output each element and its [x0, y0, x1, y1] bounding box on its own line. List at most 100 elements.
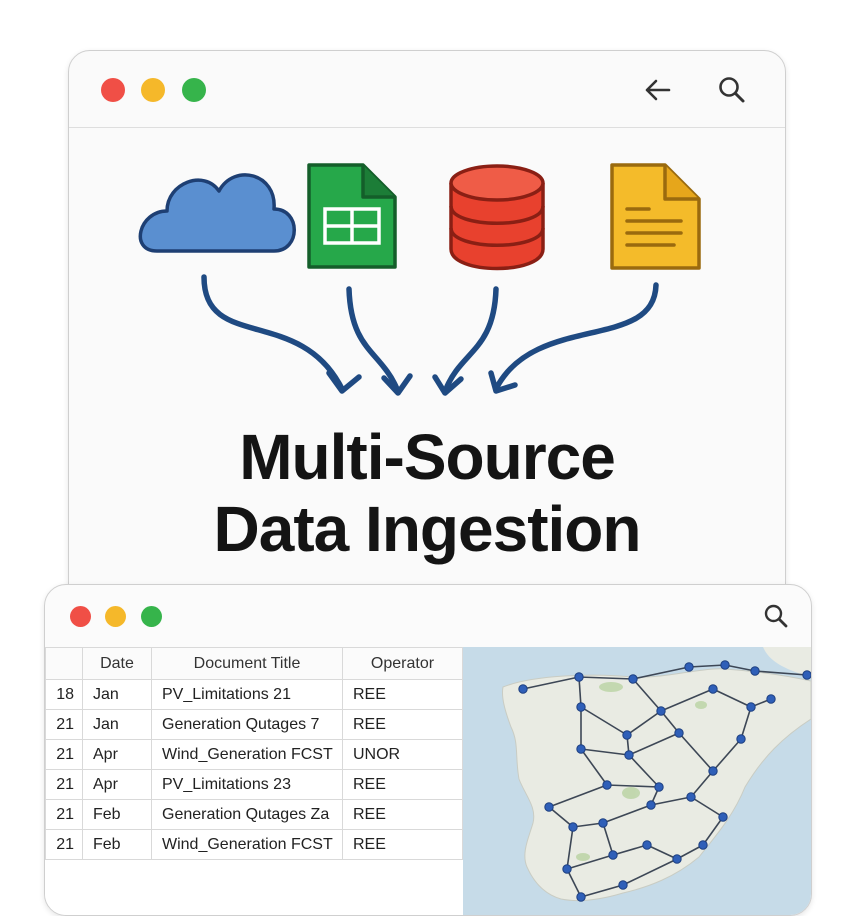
grid-line: [580, 706, 628, 736]
grid-node[interactable]: [720, 660, 730, 670]
date-cell: Apr: [82, 769, 152, 800]
column-header-index: [45, 647, 83, 680]
grid-line: [548, 784, 608, 808]
operator-cell: REE: [342, 679, 463, 710]
row-number: 21: [45, 709, 83, 740]
grid-line: [660, 710, 680, 734]
grid-node[interactable]: [624, 750, 634, 760]
grid-node[interactable]: [656, 706, 666, 716]
document-title-cell: Wind_Generation FCST: [151, 829, 343, 860]
row-number: 21: [45, 769, 83, 800]
headline-line-1: Multi-Source: [239, 421, 616, 493]
grid-line: [612, 844, 648, 856]
close-button[interactable]: [101, 78, 125, 102]
grid-node[interactable]: [698, 840, 708, 850]
row-number: 21: [45, 799, 83, 830]
search-icon[interactable]: [763, 603, 789, 629]
grid-node[interactable]: [766, 694, 776, 704]
grid-node[interactable]: [642, 840, 652, 850]
grid-line: [712, 688, 752, 708]
date-cell: Feb: [82, 799, 152, 830]
column-header-date[interactable]: Date: [82, 647, 152, 680]
row-number: 21: [45, 829, 83, 860]
column-header-operator[interactable]: Operator: [342, 647, 463, 680]
operator-cell: REE: [342, 709, 463, 740]
document-title-cell: Wind_Generation FCST: [151, 739, 343, 770]
grid-line: [628, 754, 660, 788]
grid-node[interactable]: [674, 728, 684, 738]
table-row[interactable]: 21 Jan Generation Qutages 7 REE: [45, 709, 463, 740]
grid-node[interactable]: [684, 662, 694, 672]
table-row[interactable]: 21 Apr Wind_Generation FCST UNOR: [45, 739, 463, 770]
document-title-cell: Generation Qutages 7: [151, 709, 343, 740]
grid-node[interactable]: [622, 730, 632, 740]
grid-node[interactable]: [708, 684, 718, 694]
title-bar: [69, 51, 785, 128]
grid-node[interactable]: [750, 666, 760, 676]
grid-node[interactable]: [618, 880, 628, 890]
cloud-icon: [138, 173, 296, 253]
grid-line: [754, 670, 808, 676]
grid-node[interactable]: [736, 734, 746, 744]
grid-node[interactable]: [802, 670, 811, 680]
table-row[interactable]: 18 Jan PV_Limitations 21 REE: [45, 679, 463, 710]
grid-node[interactable]: [568, 822, 578, 832]
grid-node[interactable]: [646, 800, 656, 810]
grid-node[interactable]: [518, 684, 528, 694]
grid-node[interactable]: [608, 850, 618, 860]
close-button[interactable]: [70, 606, 91, 627]
land-north: [763, 647, 811, 677]
title-bar: [45, 585, 811, 647]
grid-node[interactable]: [576, 892, 586, 902]
grid-line: [548, 806, 574, 828]
maximize-button[interactable]: [141, 606, 162, 627]
grid-line: [712, 738, 742, 772]
grid-map[interactable]: [463, 647, 811, 915]
grid-node[interactable]: [576, 702, 586, 712]
grid-node[interactable]: [544, 802, 554, 812]
table-row[interactable]: 21 Feb Wind_Generation FCST REE: [45, 829, 463, 860]
minimize-button[interactable]: [141, 78, 165, 102]
back-arrow-icon[interactable]: [643, 75, 673, 105]
grid-line: [632, 666, 690, 680]
grid-node[interactable]: [654, 782, 664, 792]
grid-line: [602, 822, 614, 856]
grid-node[interactable]: [708, 766, 718, 776]
table-row[interactable]: 21 Apr PV_Limitations 23 REE: [45, 769, 463, 800]
grid-node[interactable]: [602, 780, 612, 790]
grid-line: [740, 706, 752, 740]
grid-line: [572, 822, 604, 828]
maximize-button[interactable]: [182, 78, 206, 102]
column-header-document-title[interactable]: Document Title: [151, 647, 343, 680]
table-row[interactable]: 21 Feb Generation Qutages Za REE: [45, 799, 463, 830]
grid-node[interactable]: [598, 818, 608, 828]
grid-line: [646, 844, 678, 860]
grid-line: [676, 844, 704, 860]
grid-line: [602, 804, 652, 824]
grid-node[interactable]: [576, 744, 586, 754]
document-icon: [610, 163, 701, 270]
minimize-button[interactable]: [105, 606, 126, 627]
grid-node[interactable]: [672, 854, 682, 864]
grid-node[interactable]: [574, 672, 584, 682]
grid-line: [606, 784, 660, 788]
grid-line: [580, 748, 630, 756]
arrow-cloud: [201, 274, 362, 394]
grid-node[interactable]: [686, 792, 696, 802]
grid-node[interactable]: [718, 812, 728, 822]
arrow-spreadsheet: [346, 286, 413, 396]
spain-grid-map: [463, 647, 811, 915]
search-icon[interactable]: [717, 75, 747, 105]
grid-node[interactable]: [746, 702, 756, 712]
operator-cell: REE: [342, 829, 463, 860]
grid-line: [690, 796, 724, 818]
row-number: 21: [45, 739, 83, 770]
table-header-row: Date Document Title Operator: [45, 647, 463, 680]
document-table: Date Document Title Operator 18 Jan PV_L…: [45, 647, 463, 915]
document-title-cell: PV_Limitations 23: [151, 769, 343, 800]
grid-node[interactable]: [562, 864, 572, 874]
green-areas: [576, 682, 707, 861]
grid-node[interactable]: [628, 674, 638, 684]
ingestion-window: Multi-Source Data Ingestion: [68, 50, 786, 612]
document-title-cell: Generation Qutages Za: [151, 799, 343, 830]
